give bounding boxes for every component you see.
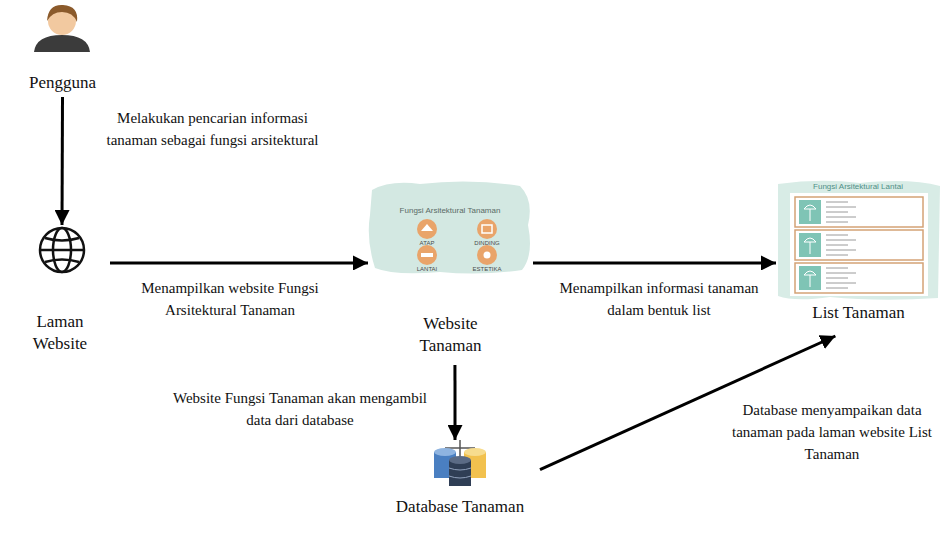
node-label: Website Tanaman <box>368 313 533 357</box>
website-node: Laman Website <box>10 225 110 385</box>
screen-text: ATAP <box>420 240 435 246</box>
node-label: Laman Website <box>10 311 110 355</box>
screen-text: ESTETIKA <box>472 266 501 272</box>
edge-label: Menampilkan informasi tanaman dalam bent… <box>545 278 773 322</box>
screen-text: Fungsi Arsitektural Tanaman <box>400 206 501 215</box>
screen-text: LANTAI <box>417 266 438 272</box>
node-label: List Tanaman <box>776 302 941 324</box>
flow-arrow <box>61 97 65 225</box>
flow-arrow <box>453 365 456 440</box>
screen-text: DINDING <box>474 240 499 246</box>
node-label: Pengguna <box>5 72 120 94</box>
database-node: Database Tanaman <box>380 440 540 530</box>
user-node: Pengguna <box>5 0 120 97</box>
edge-label: Website Fungsi Tanaman akan mengambil da… <box>165 388 435 432</box>
database-icon <box>434 440 486 486</box>
edge-label: Menampilkan website Fungsi Arsitektural … <box>110 278 350 322</box>
node-label: Database Tanaman <box>380 496 540 518</box>
flow-arrow <box>110 261 368 264</box>
edge-label: Melakukan pencarian informasi tanaman se… <box>105 108 320 152</box>
flow-arrow <box>533 261 776 264</box>
edge-label: Database menyampaikan data tanaman pada … <box>724 400 940 465</box>
user-icon <box>34 5 90 52</box>
list-screenshot <box>778 181 940 300</box>
screen-node: List Tanaman <box>776 180 941 336</box>
website-screenshot <box>369 181 530 273</box>
globe-icon <box>40 228 84 272</box>
screen-text: Fungsi Arsitektural Lantai <box>813 182 903 191</box>
